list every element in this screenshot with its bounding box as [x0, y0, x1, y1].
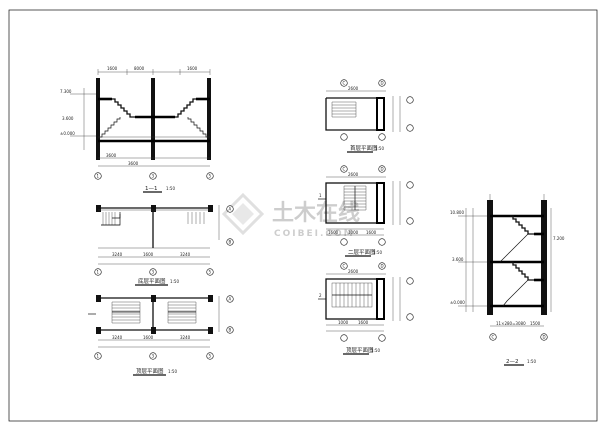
drawing-title: 2—2	[506, 359, 519, 365]
grid-bubble-label: C	[343, 264, 346, 269]
section-marker: 2	[319, 293, 322, 298]
dim-label: 3240	[112, 335, 123, 340]
drawing-title: 首层平面图	[350, 144, 378, 152]
dim-label: 2600	[348, 86, 359, 91]
grid-bubble-label: B	[229, 240, 232, 245]
plan-top: A B 3240 1600 3240 1 3 5 顶层平面图 1:50	[88, 295, 234, 376]
elev-label: 10.800	[450, 210, 464, 215]
grid-bubble-label: D	[381, 264, 384, 269]
drawing-title: 二层平面图	[348, 248, 376, 256]
grid-bubble-label: 3	[152, 354, 155, 359]
section-2-2: 10.800 3.600 ±0.000 7.200 11×280=3080 15…	[450, 194, 565, 366]
grid-bubble-label: 1	[97, 174, 100, 179]
dim-label: 1000	[348, 230, 359, 235]
grid-bubble-label: 1	[97, 354, 100, 359]
dim-label: 3240	[112, 252, 123, 257]
section-marker: 1	[319, 193, 322, 198]
dim-label: 3600	[106, 153, 117, 158]
drawing-scale: 1:50	[373, 250, 382, 255]
drawing-scale: 1:50	[375, 146, 384, 151]
watermark-logo-icon	[221, 192, 265, 236]
elev-label: 7.200	[553, 236, 565, 241]
drawing-scale: 1:50	[371, 348, 380, 353]
dim-label: 3240	[180, 335, 191, 340]
grid-bubble-label: 5	[209, 354, 212, 359]
dim-label: 1600	[107, 66, 118, 71]
grid-bubble-label: 3	[152, 270, 155, 275]
dim-label: 1600	[328, 230, 339, 235]
plan-right-1: C D 2600 首层平面图 1:50	[325, 79, 414, 153]
sheet-border	[8, 9, 598, 422]
elev-label: ±0.000	[450, 300, 465, 305]
dim-label: 8000	[134, 66, 145, 71]
dim-label: 1600	[358, 320, 369, 325]
grid-bubble-label: B	[229, 328, 232, 333]
plan-right-3: C D 2600 2 1000 1600 顶层平面图 1:50	[318, 262, 414, 355]
dim-label: 3240	[180, 252, 191, 257]
dim-label: 2600	[348, 269, 359, 274]
watermark-brand-en: COIBEI.COM	[274, 229, 355, 239]
dim-label: 3600	[128, 161, 139, 166]
grid-bubble-label: 5	[209, 174, 212, 179]
elev-label: ±0.000	[60, 131, 75, 136]
grid-bubble-label: C	[492, 335, 495, 340]
dim-label: 1600	[366, 230, 377, 235]
dim-label: 1600	[143, 252, 154, 257]
watermark-brand-cn: 土木在线	[272, 200, 360, 226]
dim-label: 1600	[143, 335, 154, 340]
grid-bubble-label: D	[381, 167, 384, 172]
grid-bubble-label: 3	[152, 174, 155, 179]
drawing-scale: 1:50	[527, 359, 536, 364]
elev-label: 3.600	[62, 116, 74, 121]
drawing-scale: 1:50	[170, 279, 179, 284]
drawing-title: 顶层平面图	[346, 346, 374, 354]
drawing-title: 1—1	[145, 186, 158, 192]
elev-label: 7.300	[60, 89, 72, 94]
grid-bubble-label: A	[229, 297, 232, 302]
dim-label: 1600	[187, 66, 198, 71]
plan-right-2: C D 2600 1 1600 1000 1600 二层平面图 1:50	[318, 165, 414, 257]
dim-label: 1500	[530, 321, 541, 326]
dim-label: 2600	[348, 172, 359, 177]
dim-label: 1000	[338, 320, 349, 325]
drawing-title: 顶层平面图	[136, 367, 164, 375]
grid-bubble-label: D	[543, 335, 546, 340]
drawing-scale: 1:50	[168, 369, 177, 374]
grid-bubble-label: A	[229, 207, 232, 212]
grid-bubble-label: D	[381, 81, 384, 86]
grid-bubble-label: C	[343, 81, 346, 86]
drawing-title: 底层平面图	[138, 277, 166, 285]
elev-label: 3.600	[452, 257, 464, 262]
drawing-scale: 1:50	[166, 186, 175, 191]
plan-ground: A B 3240 1600 3240 1 3 5 底层平面图 1:50	[94, 205, 234, 286]
section-1-1: 1600 8000 1600 7.300 3.600 ±0.000 3600 3…	[60, 66, 214, 193]
grid-bubble-label: 1	[97, 270, 100, 275]
grid-bubble-label: 5	[209, 270, 212, 275]
watermark: 土木在线 COIBEI.COM	[221, 192, 360, 239]
dim-label: 11×280=3080	[496, 321, 526, 326]
grid-bubble-label: C	[343, 167, 346, 172]
